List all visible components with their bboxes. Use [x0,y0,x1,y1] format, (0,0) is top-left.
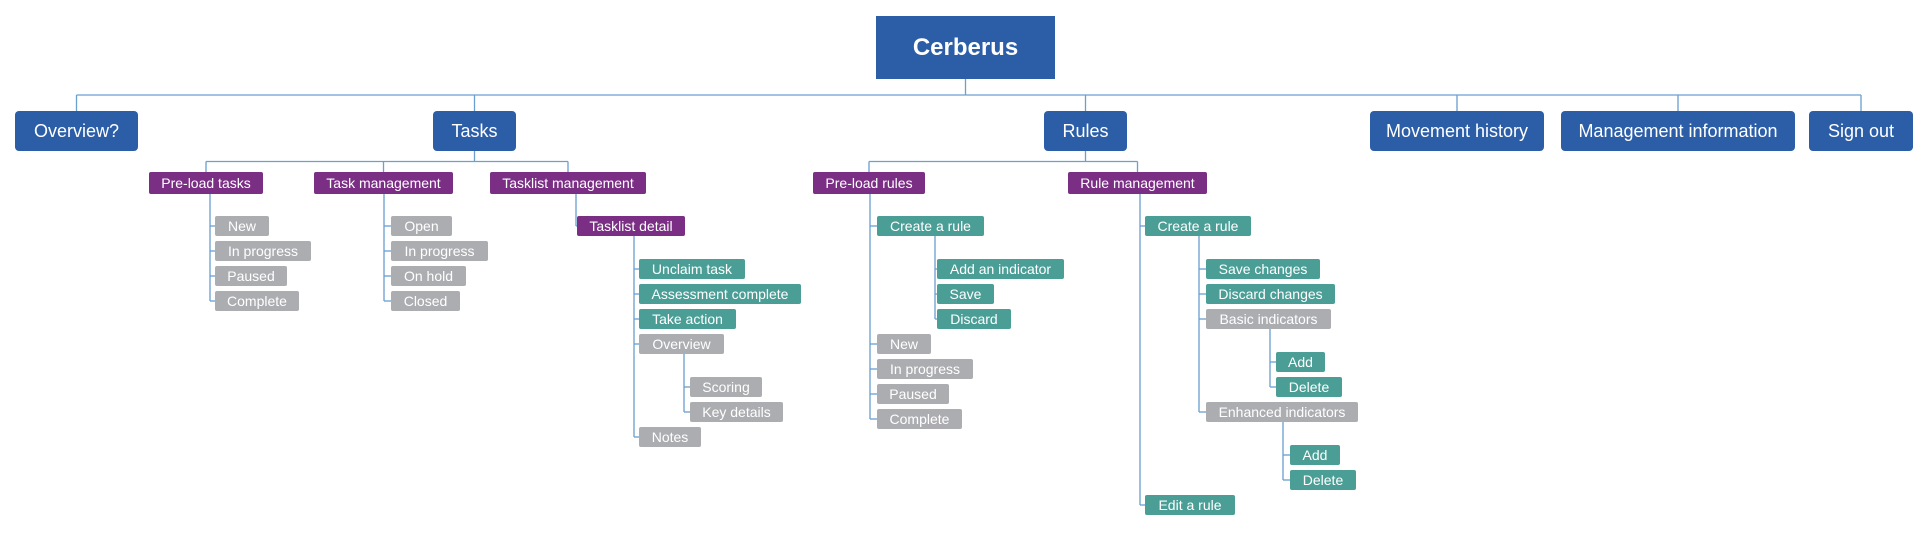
node-save: Save [937,284,994,304]
node-notes: Notes [639,427,701,447]
node-sign-out: Sign out [1809,111,1913,151]
node-task-management: Task management [314,172,453,194]
node-rules: Rules [1044,111,1127,151]
node-tasks: Tasks [433,111,516,151]
node-movement-history: Movement history [1370,111,1544,151]
node-basic-indicators: Basic indicators [1206,309,1331,329]
node-in-progress: In progress [877,359,973,379]
node-enhanced-indicators: Enhanced indicators [1206,402,1358,422]
node-add-an-indicator: Add an indicator [937,259,1064,279]
node-open: Open [391,216,452,236]
node-key-details: Key details [690,402,783,422]
node-discard: Discard [937,309,1011,329]
node-create-a-rule: Create a rule [1145,216,1251,236]
node-unclaim-task: Unclaim task [639,259,745,279]
node-cerberus: Cerberus [876,16,1055,79]
node-add: Add [1290,445,1340,465]
node-paused: Paused [877,384,949,404]
node-in-progress: In progress [391,241,488,261]
node-pre-load-tasks: Pre-load tasks [149,172,263,194]
node-take-action: Take action [639,309,736,329]
node-rule-management: Rule management [1068,172,1207,194]
node-pre-load-rules: Pre-load rules [813,172,925,194]
node-overview: Overview? [15,111,138,151]
node-closed: Closed [391,291,460,311]
node-complete: Complete [215,291,299,311]
node-in-progress: In progress [215,241,311,261]
node-edit-a-rule: Edit a rule [1145,495,1235,515]
node-complete: Complete [877,409,962,429]
node-tasklist-management: Tasklist management [490,172,646,194]
node-delete: Delete [1276,377,1342,397]
node-overview: Overview [639,334,724,354]
node-assessment-complete: Assessment complete [639,284,801,304]
node-create-a-rule: Create a rule [877,216,984,236]
node-new: New [877,334,931,354]
node-delete: Delete [1290,470,1356,490]
node-save-changes: Save changes [1206,259,1320,279]
node-management-information: Management information [1561,111,1795,151]
node-on-hold: On hold [391,266,466,286]
node-paused: Paused [215,266,287,286]
node-new: New [215,216,269,236]
node-scoring: Scoring [690,377,762,397]
node-discard-changes: Discard changes [1206,284,1335,304]
node-tasklist-detail: Tasklist detail [577,216,685,236]
node-add: Add [1276,352,1325,372]
